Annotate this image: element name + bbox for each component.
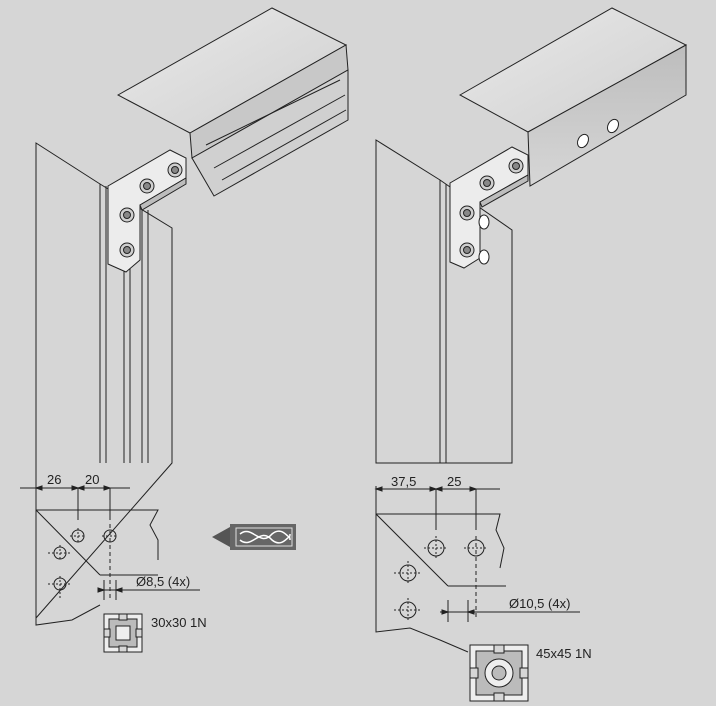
left-dim-a: 26	[47, 472, 61, 487]
right-hole-4	[394, 598, 422, 622]
left-angle-bracket	[107, 149, 187, 273]
left-profile-label: 30x30 1N	[151, 615, 207, 630]
right-bracket-screw-1	[479, 175, 495, 191]
left-vertical-profile	[35, 142, 173, 620]
left-dim-b: 20	[85, 472, 99, 487]
profile-section-30x30	[103, 613, 143, 653]
left-bracket-screw-4	[119, 242, 135, 258]
left-bracket-screw-1	[139, 178, 155, 194]
left-bracket-screw-3	[119, 207, 135, 223]
right-dim-b: 25	[447, 474, 461, 489]
drill-bit-icon	[212, 524, 296, 550]
right-bracket-screw-3	[459, 205, 475, 221]
right-hole-1	[424, 536, 448, 560]
left-hole-4	[48, 576, 72, 600]
right-hole-2	[464, 536, 488, 620]
right-profile-label: 45x45 1N	[536, 646, 592, 661]
left-bracket-screw-2	[167, 162, 183, 178]
right-bracket-screw-2	[508, 158, 524, 174]
right-dim-a: 37,5	[391, 474, 416, 489]
right-horizontal-profile	[458, 7, 688, 187]
right-hole-3	[394, 561, 422, 585]
left-hole-2	[102, 524, 118, 600]
left-horizontal-profile	[116, 7, 349, 197]
profile-section-45x45	[469, 644, 529, 702]
left-hole-3	[48, 545, 72, 561]
right-hole-callout: Ø10,5 (4x)	[509, 596, 570, 611]
right-bracket-screw-4	[459, 242, 475, 258]
left-hole-callout: Ø8,5 (4x)	[136, 574, 190, 589]
right-drilling-detail	[374, 486, 580, 653]
right-angle-bracket	[449, 146, 529, 269]
left-drilling-detail	[20, 485, 200, 626]
left-hole-1	[70, 528, 86, 544]
